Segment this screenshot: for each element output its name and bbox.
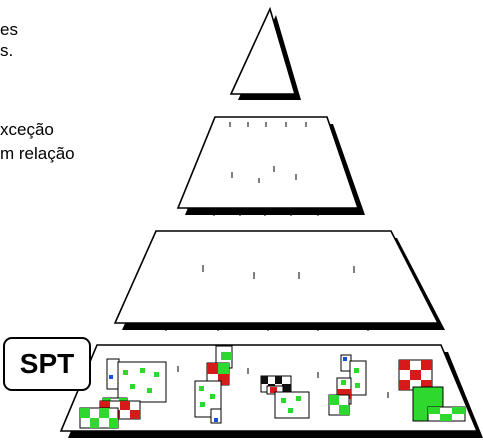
spt-block-cluster-1: [79, 358, 167, 429]
text-line-4: m relação: [0, 144, 75, 163]
spt-block-cluster-3: [260, 375, 310, 419]
spt-block-cluster-4: [328, 354, 367, 416]
pyramid-level-3: [113, 230, 445, 331]
text-line-2: s.: [0, 41, 14, 60]
text-line-1: es: [0, 20, 18, 39]
pyramid-level-top: [229, 6, 301, 100]
pyramid-level-2: [176, 116, 365, 216]
spt-block-cluster-2: [194, 345, 233, 424]
spt-label: SPT: [3, 337, 91, 391]
spt-block-cluster-5: [398, 359, 466, 422]
text-line-3: xceção: [0, 120, 54, 139]
